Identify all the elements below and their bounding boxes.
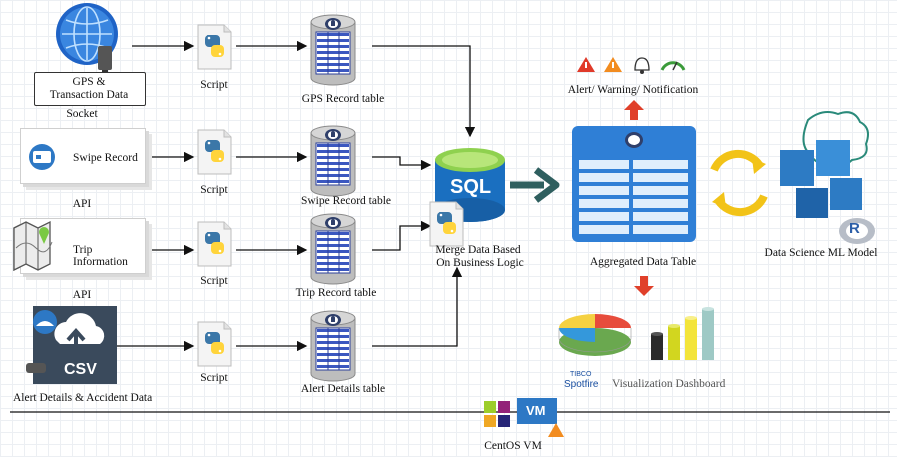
gps-source-box	[34, 72, 146, 106]
centos-icon	[484, 398, 564, 437]
gps-label-line2: Transaction Data	[49, 89, 129, 101]
aggregated-table-icon	[572, 126, 696, 242]
gps-label-line1: GPS &	[72, 76, 106, 88]
gps-table-label: GPS Record table	[301, 93, 385, 105]
centos-vm-label: CentOS VM	[484, 440, 542, 452]
gps-protocol-label: Socket	[66, 108, 98, 120]
trip-information-card: Trip Information	[20, 218, 146, 274]
python-script-icon-3	[197, 221, 232, 267]
sql-badge: SQL	[450, 176, 492, 198]
visualization-label: Visualization Dashboard	[612, 378, 726, 390]
tibco-brand: TIBCO	[570, 371, 592, 378]
script-label-4: Script	[200, 372, 228, 384]
bar-chart-icon	[651, 307, 714, 360]
globe-icon	[56, 3, 118, 78]
ml-model-label: Data Science ML Model	[764, 247, 878, 259]
swipe-record-label: Swipe Record	[73, 152, 138, 164]
python-script-icon-4	[197, 321, 232, 367]
ml-model-icon	[780, 111, 875, 244]
swipe-protocol-label: API	[72, 198, 92, 210]
flow-arrows	[117, 40, 476, 352]
postgres-db-icon-3	[310, 213, 356, 285]
down-arrow-icon	[634, 276, 654, 296]
script-label-2: Script	[200, 184, 228, 196]
csv-upload-icon	[26, 306, 117, 384]
vm-badge: VM	[526, 403, 546, 418]
alert-table-label: Alert Details table	[300, 383, 386, 395]
python-script-icon-2	[197, 129, 232, 175]
pie-chart-icon	[558, 314, 632, 356]
r-badge: R	[849, 220, 860, 237]
csv-badge: CSV	[64, 361, 97, 378]
script-label-3: Script	[200, 275, 228, 287]
postgres-db-icon-4	[310, 310, 356, 382]
python-script-icon-1	[197, 24, 232, 70]
spotfire-brand: Spotfire	[564, 379, 599, 390]
postgres-db-icon-1	[310, 14, 356, 86]
postgres-db-icon-2	[310, 125, 356, 197]
aggregated-table-label: Aggregated Data Table	[589, 256, 697, 268]
merge-label-line2: On Business Logic	[436, 257, 524, 269]
trip-information-label: Trip Information	[73, 244, 128, 268]
alert-source-label: Alert Details & Accident Data	[13, 392, 153, 404]
swipe-record-card: Swipe Record	[20, 128, 146, 184]
alerts-label: Alert/ Warning/ Notification	[567, 84, 699, 96]
alert-icons	[577, 57, 686, 74]
flow-big-arrow	[510, 167, 560, 203]
trip-protocol-label: API	[72, 289, 92, 301]
up-arrow-icon	[624, 100, 644, 120]
swipe-table-label: Swipe Record table	[300, 195, 392, 207]
script-label-1: Script	[200, 79, 228, 91]
trip-table-label: Trip Record table	[295, 287, 377, 299]
merge-label-line1: Merge Data Based	[435, 244, 521, 256]
merge-script-icon	[429, 201, 464, 247]
